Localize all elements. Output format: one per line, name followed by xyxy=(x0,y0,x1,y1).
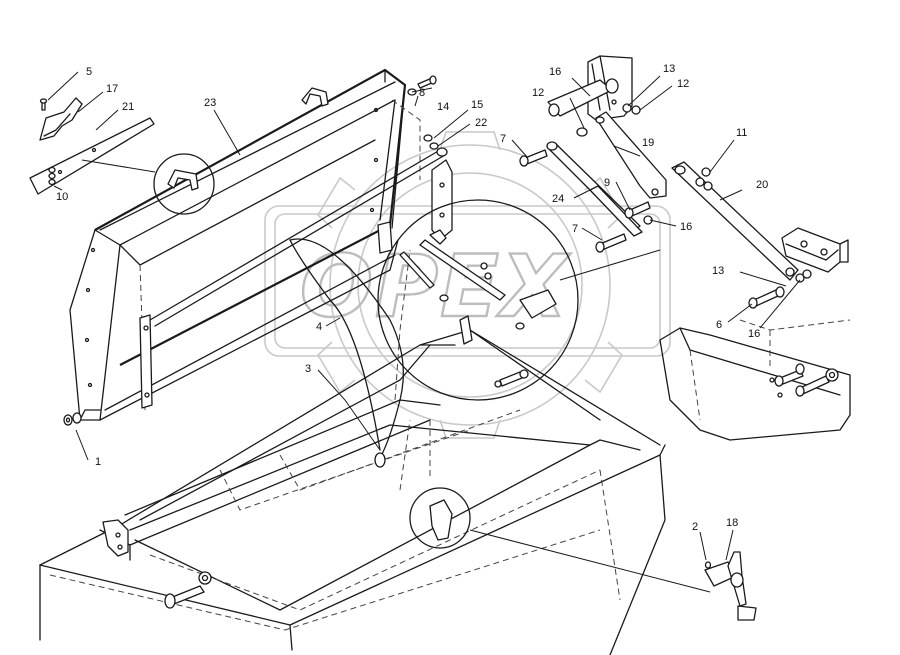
callout-19: 19 xyxy=(642,137,654,149)
latch-block xyxy=(519,289,557,319)
nut-11 xyxy=(695,167,713,191)
handle-detail-circle xyxy=(153,153,215,215)
watermark-frame xyxy=(264,205,671,357)
callout-23: 23 xyxy=(204,97,216,109)
callout-16-top: 16 xyxy=(549,66,561,78)
handle-in-detail xyxy=(167,169,199,191)
latch-detail-lower xyxy=(409,487,757,621)
latch-arm xyxy=(419,239,506,301)
bolt-8-14 xyxy=(407,75,437,96)
bolt-9 xyxy=(624,201,651,219)
callout-12-right: 12 xyxy=(677,78,689,90)
callout-4: 4 xyxy=(316,321,322,333)
hinge-bracket-left xyxy=(102,519,129,557)
latch-detail-circle xyxy=(377,199,661,401)
leader-lines xyxy=(47,71,801,561)
lid-panel xyxy=(69,68,453,421)
callout-10: 10 xyxy=(56,191,68,203)
screw-5 xyxy=(39,98,48,111)
callout-6: 6 xyxy=(716,319,722,331)
handle-grip xyxy=(39,97,83,141)
bolt-6 xyxy=(748,269,812,309)
bolt-right-panel-b xyxy=(795,368,839,397)
bolt-lower-left xyxy=(164,571,212,609)
callout-5: 5 xyxy=(86,66,92,78)
callout-16-right: 16 xyxy=(748,328,760,340)
handle-backing-strip xyxy=(29,117,155,195)
callout-18: 18 xyxy=(726,517,738,529)
nut-10 xyxy=(48,166,56,186)
lid-hinge-strip-left xyxy=(139,314,153,409)
bolt-7-upper xyxy=(519,149,548,167)
washer-pair-1 xyxy=(63,412,82,426)
callout-13-right: 13 xyxy=(712,265,724,277)
callout-3: 3 xyxy=(305,363,311,375)
bolt-7-lower xyxy=(595,233,627,253)
watermark-gear-inner xyxy=(357,172,583,398)
arm-20 xyxy=(671,161,799,281)
callout-8: 8 xyxy=(419,87,425,99)
pivot-post xyxy=(547,55,633,121)
callout-22: 22 xyxy=(475,117,487,129)
callout-9: 9 xyxy=(604,177,610,189)
gas-spring-24 xyxy=(546,141,643,237)
callout-2: 2 xyxy=(692,521,698,533)
callout-14: 14 xyxy=(437,101,449,113)
arm-19 xyxy=(595,111,667,199)
callout-7-lower: 7 xyxy=(572,223,578,235)
callout-7-upper: 7 xyxy=(500,133,506,145)
callout-1: 1 xyxy=(95,456,101,468)
hopper-front-edge xyxy=(39,444,666,626)
watermark-frame-inner xyxy=(274,213,661,349)
washer-nut-15-22 xyxy=(423,134,439,150)
lid-side-bracket xyxy=(431,159,453,241)
callout-labels: 1 2 3 4 5 6 7 7 8 9 10 11 12 12 13 13 14… xyxy=(56,63,768,533)
callout-21: 21 xyxy=(122,101,134,113)
lid-handle xyxy=(301,87,329,107)
lid-hinge-strip-right xyxy=(377,221,393,254)
nut-washer-12-13 xyxy=(576,103,641,137)
watermark-gear-outer xyxy=(329,144,611,426)
callout-16-mid: 16 xyxy=(680,221,692,233)
callout-24: 24 xyxy=(552,193,564,205)
callout-15: 15 xyxy=(471,99,483,111)
safety-cable xyxy=(289,238,404,468)
screw-2 xyxy=(704,561,712,569)
callout-17: 17 xyxy=(106,83,118,95)
side-panel-right xyxy=(659,227,851,441)
bolt-right-panel-a xyxy=(774,363,805,387)
callout-13-top: 13 xyxy=(663,63,675,75)
callout-20: 20 xyxy=(756,179,768,191)
callout-12-left: 12 xyxy=(532,87,544,99)
handle-detail xyxy=(29,97,215,215)
callout-11: 11 xyxy=(736,127,747,139)
